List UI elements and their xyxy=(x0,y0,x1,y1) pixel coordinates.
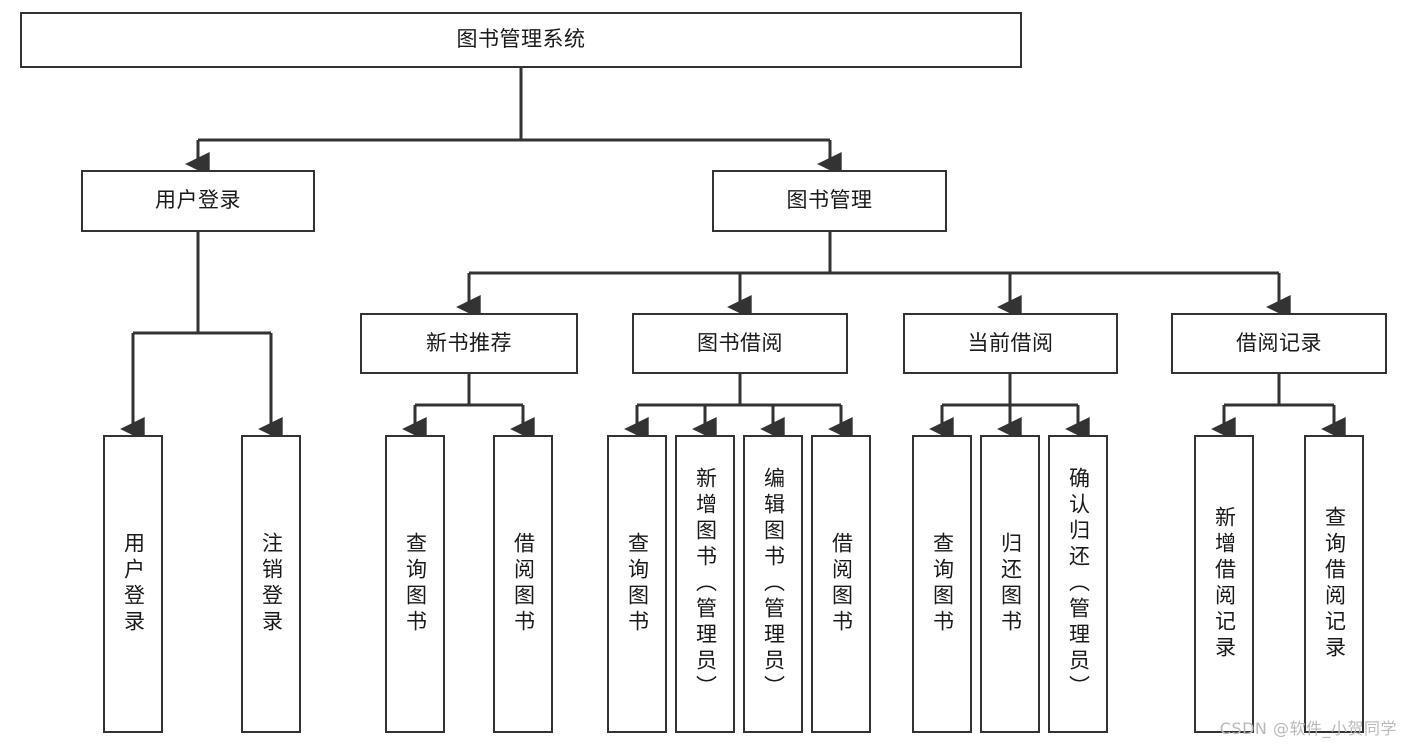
node-book-management[interactable]: 图书管理 xyxy=(712,170,947,232)
node-current-borrow[interactable]: 当前借阅 xyxy=(903,313,1118,374)
node-label: 查询借阅记录 xyxy=(1322,506,1347,662)
node-label: 图书管理 xyxy=(786,188,873,213)
node-label: 图书管理系统 xyxy=(456,27,586,52)
node-label: 查询图书 xyxy=(403,532,428,636)
node-root-system[interactable]: 图书管理系统 xyxy=(20,12,1022,68)
node-label: 当前借阅 xyxy=(967,330,1054,355)
watermark-text: CSDN @软件_小贺同学 xyxy=(1219,719,1397,738)
node-leaf-query-book-new[interactable]: 查询图书 xyxy=(385,435,445,733)
node-label: 用户登录 xyxy=(121,532,146,636)
node-leaf-query-book-borrow[interactable]: 查询图书 xyxy=(607,435,667,733)
node-label: 用户登录 xyxy=(155,188,241,213)
node-leaf-logout[interactable]: 注销登录 xyxy=(241,435,301,733)
node-label: 借阅图书 xyxy=(511,532,536,636)
node-label: 新增图书（管理员） xyxy=(693,467,718,701)
node-leaf-add-book-admin[interactable]: 新增图书（管理员） xyxy=(675,435,735,733)
node-book-borrow[interactable]: 图书借阅 xyxy=(632,313,848,374)
node-leaf-query-borrow-record[interactable]: 查询借阅记录 xyxy=(1304,435,1364,733)
node-leaf-confirm-return-admin[interactable]: 确认归还（管理员） xyxy=(1048,435,1108,733)
node-leaf-user-login[interactable]: 用户登录 xyxy=(103,435,163,733)
node-label: 编辑图书（管理员） xyxy=(761,467,786,701)
node-leaf-borrow-book[interactable]: 借阅图书 xyxy=(811,435,871,733)
node-leaf-query-book-current[interactable]: 查询图书 xyxy=(912,435,972,733)
node-label: 新书推荐 xyxy=(426,330,512,355)
node-label: 归还图书 xyxy=(998,532,1023,636)
node-label: 新增借阅记录 xyxy=(1212,506,1237,662)
node-new-book-recommend[interactable]: 新书推荐 xyxy=(360,313,578,374)
node-label: 查询图书 xyxy=(930,532,955,636)
node-label: 注销登录 xyxy=(259,532,284,636)
node-leaf-edit-book-admin[interactable]: 编辑图书（管理员） xyxy=(743,435,803,733)
node-label: 图书借阅 xyxy=(697,330,783,355)
node-label: 查询图书 xyxy=(625,532,650,636)
node-label: 借阅图书 xyxy=(829,532,854,636)
node-leaf-return-book[interactable]: 归还图书 xyxy=(980,435,1040,733)
node-label: 确认归还（管理员） xyxy=(1066,467,1091,701)
node-borrow-record[interactable]: 借阅记录 xyxy=(1171,313,1387,374)
node-leaf-add-borrow-record[interactable]: 新增借阅记录 xyxy=(1194,435,1254,733)
node-user-login[interactable]: 用户登录 xyxy=(81,170,315,232)
node-leaf-borrow-book-new[interactable]: 借阅图书 xyxy=(493,435,553,733)
node-label: 借阅记录 xyxy=(1236,330,1322,355)
